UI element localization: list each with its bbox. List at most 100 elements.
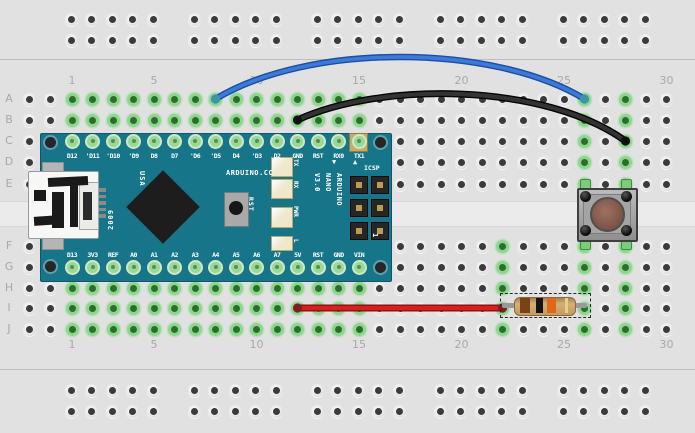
hole-I15[interactable] (352, 301, 366, 315)
rail-hole[interactable] (146, 404, 160, 418)
rail-hole[interactable] (556, 12, 570, 26)
hole-A30[interactable] (660, 92, 673, 106)
hole-J30[interactable] (660, 322, 673, 336)
hole-H16[interactable] (373, 281, 386, 295)
hole-I13[interactable] (311, 301, 325, 315)
hole-J18[interactable] (414, 322, 427, 336)
rail-hole[interactable] (372, 383, 385, 397)
hole-A27[interactable] (598, 92, 612, 106)
nano-pin-5V[interactable] (290, 259, 305, 275)
pushbutton-cap[interactable] (590, 197, 625, 232)
rail-hole[interactable] (618, 12, 631, 26)
nano-pin-D3[interactable] (249, 133, 264, 149)
hole-J20[interactable] (455, 322, 468, 336)
hole-G21[interactable] (475, 260, 489, 274)
nano-pin-RST[interactable] (310, 259, 326, 275)
rail-hole[interactable] (495, 12, 508, 26)
rail-hole[interactable] (228, 33, 242, 47)
hole-D19[interactable] (434, 155, 448, 169)
hole-A11[interactable] (270, 92, 284, 106)
hole-I7[interactable] (188, 301, 202, 315)
nano-pin-D6[interactable] (187, 133, 203, 149)
hole-A8[interactable] (209, 92, 222, 106)
hole-B18[interactable] (414, 113, 427, 127)
hole-B-aux[interactable] (43, 113, 57, 127)
hole-B21[interactable] (475, 113, 489, 127)
rail-hole[interactable] (64, 12, 78, 26)
rail-hole[interactable] (577, 12, 590, 26)
rail-hole[interactable] (146, 383, 160, 397)
hole-B3[interactable] (106, 113, 120, 127)
icsp-pin[interactable] (350, 222, 368, 240)
rail-hole[interactable] (454, 33, 467, 47)
hole-A17[interactable] (393, 92, 407, 106)
nano-pin-D13[interactable] (64, 259, 80, 275)
rail-hole[interactable] (392, 404, 406, 418)
hole-C30[interactable] (660, 134, 673, 148)
nano-pin-A4[interactable] (208, 259, 223, 275)
hole-I19[interactable] (434, 301, 448, 315)
rail-hole[interactable] (515, 33, 529, 47)
rail-hole[interactable] (495, 404, 508, 418)
hole-D27[interactable] (598, 155, 612, 169)
hole-I6[interactable] (168, 301, 181, 315)
hole-C26[interactable] (578, 134, 591, 148)
rail-hole[interactable] (638, 12, 652, 26)
hole-H21[interactable] (475, 281, 489, 295)
hole-F21[interactable] (475, 239, 489, 253)
hole-G25[interactable] (557, 260, 571, 274)
hole-B-aux[interactable] (23, 113, 36, 127)
nano-pin-D10[interactable] (105, 133, 121, 149)
hole-H17[interactable] (393, 281, 407, 295)
hole-H10[interactable] (250, 281, 263, 295)
rail-hole[interactable] (433, 404, 447, 418)
nano-pin-A2[interactable] (167, 259, 182, 275)
hole-D25[interactable] (557, 155, 571, 169)
rail-hole[interactable] (577, 33, 590, 47)
hole-G26[interactable] (578, 260, 591, 274)
rail-hole[interactable] (474, 383, 488, 397)
hole-H30[interactable] (660, 281, 673, 295)
hole-H-aux[interactable] (43, 281, 57, 295)
hole-D28[interactable] (619, 155, 632, 169)
hole-G24[interactable] (537, 260, 550, 274)
hole-G28[interactable] (619, 260, 632, 274)
hole-H19[interactable] (434, 281, 448, 295)
rail-hole[interactable] (351, 33, 365, 47)
hole-A22[interactable] (496, 92, 509, 106)
hole-B13[interactable] (311, 113, 325, 127)
hole-C21[interactable] (475, 134, 489, 148)
hole-B26[interactable] (578, 113, 591, 127)
hole-D26[interactable] (578, 155, 591, 169)
hole-J7[interactable] (188, 322, 202, 336)
hole-I27[interactable] (598, 301, 612, 315)
rail-hole[interactable] (269, 33, 283, 47)
hole-H9[interactable] (229, 281, 243, 295)
hole-D-aux[interactable] (23, 155, 36, 169)
hole-A25[interactable] (557, 92, 571, 106)
hole-B24[interactable] (537, 113, 550, 127)
rail-hole[interactable] (597, 404, 611, 418)
rail-hole[interactable] (85, 12, 98, 26)
rail-hole[interactable] (351, 383, 365, 397)
rail-hole[interactable] (597, 12, 611, 26)
rail-hole[interactable] (310, 383, 324, 397)
hole-I1[interactable] (65, 301, 79, 315)
hole-A19[interactable] (434, 92, 448, 106)
hole-H7[interactable] (188, 281, 202, 295)
hole-I11[interactable] (270, 301, 284, 315)
nano-pin-D2[interactable] (269, 133, 285, 149)
hole-H28[interactable] (619, 281, 632, 295)
hole-A-aux[interactable] (43, 92, 57, 106)
hole-B23[interactable] (516, 113, 530, 127)
rail-hole[interactable] (187, 383, 201, 397)
hole-A7[interactable] (188, 92, 202, 106)
hole-H22[interactable] (496, 281, 509, 295)
hole-B2[interactable] (86, 113, 99, 127)
hole-J1[interactable] (65, 322, 79, 336)
hole-J26[interactable] (578, 322, 591, 336)
hole-H24[interactable] (537, 281, 550, 295)
hole-C18[interactable] (414, 134, 427, 148)
hole-H3[interactable] (106, 281, 120, 295)
icsp-pin[interactable] (350, 199, 368, 217)
